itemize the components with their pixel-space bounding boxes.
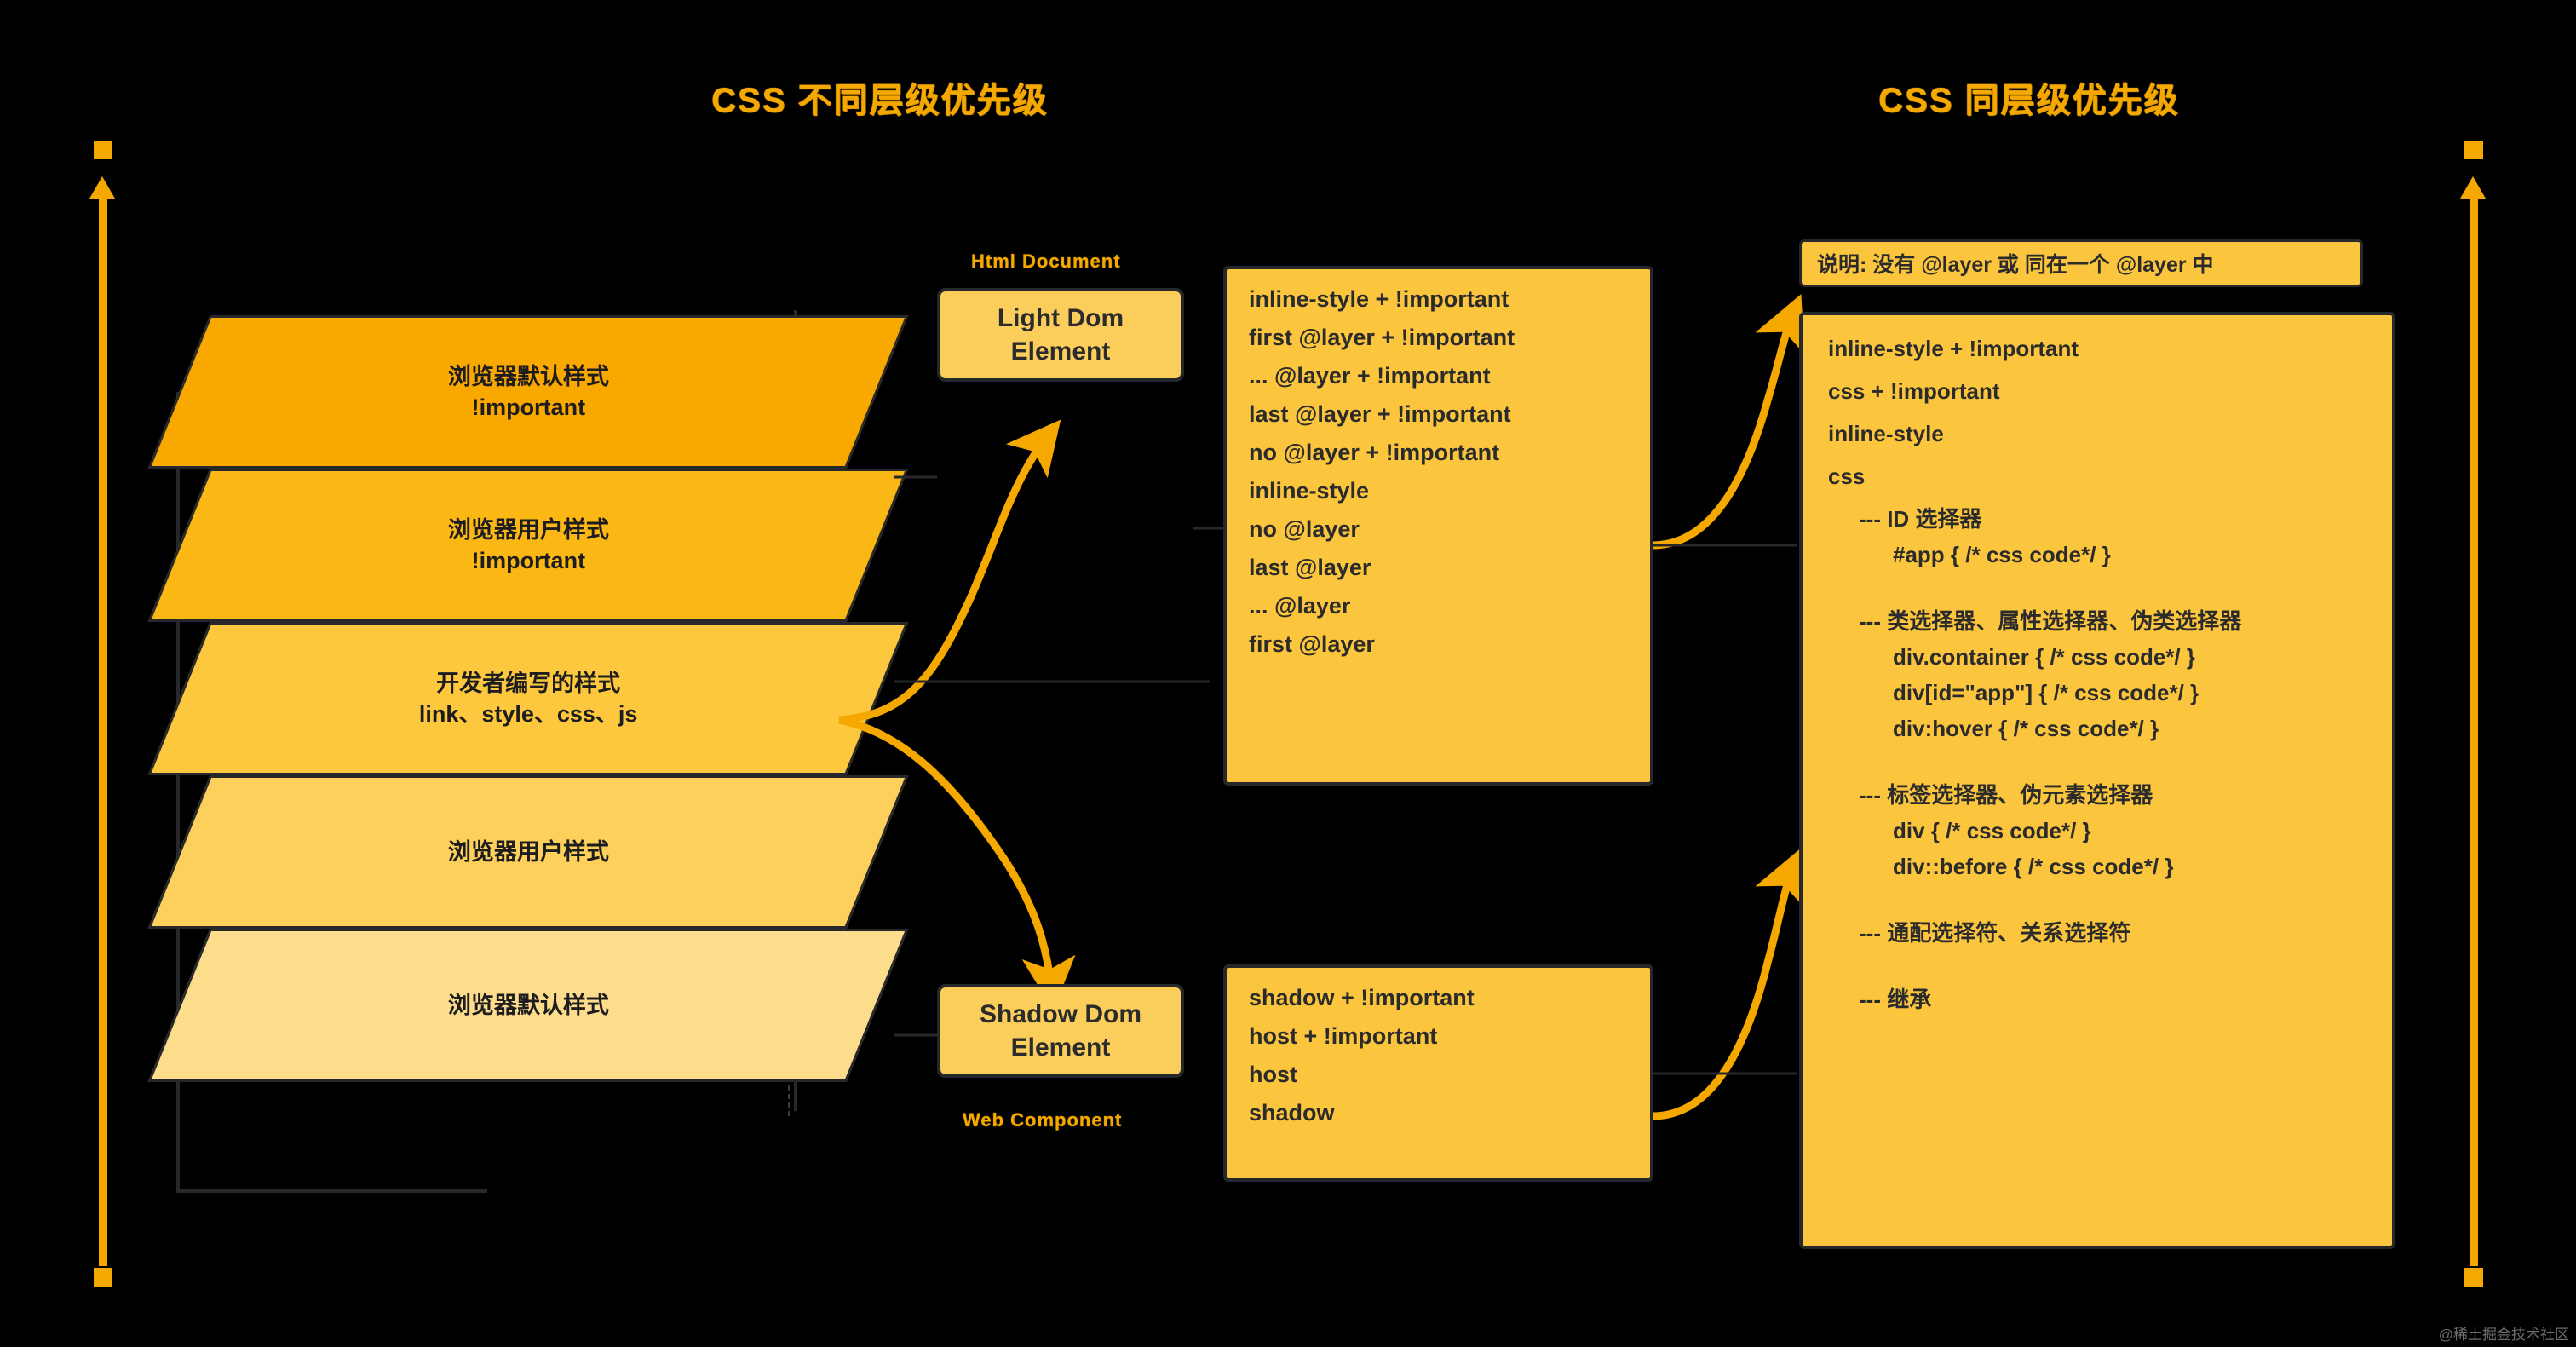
arrow-light-list-to-panel <box>1652 294 1805 550</box>
arrow-end-marker-bottom <box>2464 1268 2483 1287</box>
layer-author-styles: 开发者编写的样式 link、style、css、js <box>147 622 909 775</box>
stack-left-edge <box>176 392 180 1193</box>
layer-label: 浏览器默认样式 !important <box>447 363 609 420</box>
selector-code-example: div[id="app"] { /* css code*/ } <box>1893 680 2199 705</box>
layer-user-styles: 浏览器用户样式 <box>147 775 909 929</box>
priority-arrow-right <box>2460 141 2486 1287</box>
light-dom-element-label: Light Dom Element <box>997 304 1124 366</box>
panel-spacer <box>1828 958 2366 988</box>
layer-label: 开发者编写的样式 link、style、css、js <box>418 670 638 727</box>
arrow-head-up-icon <box>89 176 115 199</box>
selector-code-example: div.container { /* css code*/ } <box>1893 644 2195 670</box>
shadow-dom-caption: Web Component <box>963 1109 1123 1131</box>
arrow-head-up-icon <box>2460 176 2486 199</box>
priority-item: inline-style + !important <box>1828 336 2079 361</box>
selector-code-example: div::before { /* css code*/ } <box>1893 854 2174 879</box>
priority-arrow-left <box>89 141 115 1287</box>
shadow-dom-priority-panel: shadow + !important host + !important host… <box>1223 964 1653 1182</box>
arrow-end-marker-top <box>2464 141 2483 159</box>
selector-code-example: div:hover { /* css code*/ } <box>1893 716 2159 741</box>
layer-user-important: 浏览器用户样式 !important <box>147 469 909 622</box>
priority-item: css <box>1828 463 1866 489</box>
light-dom-priority-item: last @layer <box>1249 555 1371 580</box>
layer-label: 浏览器用户样式 !important <box>447 516 609 573</box>
arrow-shaft <box>99 197 107 1266</box>
light-dom-caption: Html Document <box>971 250 1121 272</box>
panel-spacer <box>1828 579 2366 610</box>
stack-bottom-edge <box>176 1189 487 1193</box>
panel-spacer <box>1828 891 2366 922</box>
shadow-dom-priority-item: host <box>1249 1062 1297 1087</box>
arrow-shadow-list-to-panel <box>1652 848 1805 1120</box>
selector-group-heading: --- 类选择器、属性选择器、伪类选择器 <box>1859 608 2242 634</box>
selector-code-example: #app { /* css code*/ } <box>1893 542 2111 567</box>
light-dom-priority-item: first @layer + !important <box>1249 325 1515 350</box>
panel-spacer <box>1828 753 2366 784</box>
selector-group-heading: --- 继承 <box>1859 987 1932 1012</box>
priority-item: css + !important <box>1828 378 2000 404</box>
selector-group-heading: --- 通配选择符、关系选择符 <box>1859 920 2131 946</box>
shadow-dom-priority-item: shadow + !important <box>1249 985 1475 1010</box>
page-title-right: CSS 同层级优先级 <box>1878 82 2180 119</box>
light-dom-element-box[interactable]: Light Dom Element <box>937 288 1184 382</box>
layer-label: 浏览器默认样式 <box>447 992 609 1018</box>
light-dom-priority-item: no @layer + !important <box>1249 440 1500 465</box>
selector-group-heading: --- ID 选择器 <box>1859 506 1982 532</box>
layer-browser-default: 浏览器默认样式 <box>147 929 909 1082</box>
light-dom-priority-item: ... @layer + !important <box>1249 363 1491 389</box>
same-layer-priority-panel: inline-style + !important css + !importan… <box>1799 312 2395 1249</box>
selector-code-example: div { /* css code*/ } <box>1893 818 2091 843</box>
watermark: @稀土掘金技术社区 <box>2438 1327 2569 1343</box>
shadow-dom-priority-item: shadow <box>1249 1100 1335 1125</box>
css-origin-layer-stack: 浏览器默认样式 !important 浏览器用户样式 !important 开发… <box>147 310 909 1193</box>
priority-item: inline-style <box>1828 421 1944 446</box>
arrow-shaft <box>2470 197 2478 1266</box>
same-layer-note: 说明: 没有 @layer 或 同在一个 @layer 中 <box>1799 239 2363 287</box>
light-dom-priority-item: no @layer <box>1249 516 1360 542</box>
shadow-dom-element-box[interactable]: Shadow Dom Element <box>937 984 1184 1078</box>
light-dom-priority-item: inline-style <box>1249 478 1370 504</box>
light-dom-priority-item: inline-style + !important <box>1249 286 1509 312</box>
light-dom-priority-panel: inline-style + !important first @layer + … <box>1223 266 1653 786</box>
layer-browser-default-important: 浏览器默认样式 !important <box>147 315 909 469</box>
shadow-dom-priority-item: host + !important <box>1249 1023 1438 1049</box>
light-dom-priority-item: first @layer <box>1249 631 1375 657</box>
light-dom-priority-item: last @layer + !important <box>1249 401 1511 427</box>
layer-label: 浏览器用户样式 <box>447 838 609 865</box>
arrow-end-marker-bottom <box>94 1268 112 1287</box>
light-dom-priority-item: ... @layer <box>1249 593 1351 619</box>
selector-group-heading: --- 标签选择器、伪元素选择器 <box>1859 782 2153 808</box>
shadow-dom-element-label: Shadow Dom Element <box>979 1000 1141 1062</box>
page-title-left: CSS 不同层级优先级 <box>711 82 1049 119</box>
arrow-end-marker-top <box>94 141 112 159</box>
